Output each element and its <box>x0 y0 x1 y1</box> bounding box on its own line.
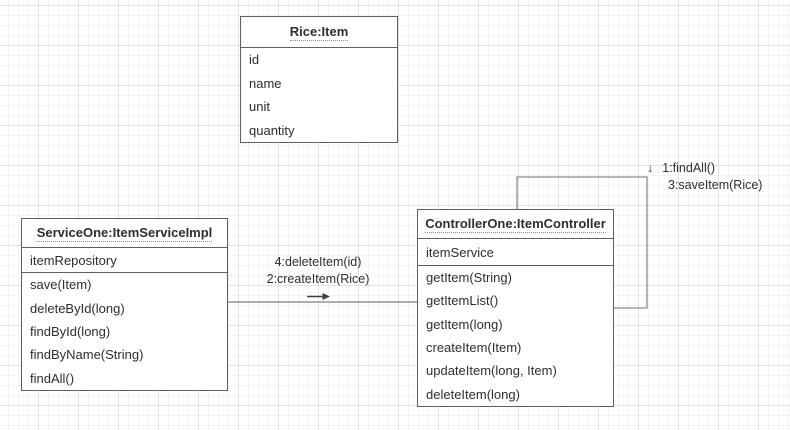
attribute-row: quantity <box>249 122 295 138</box>
class-title: Rice:Item <box>289 23 349 41</box>
class-box-serviceone[interactable]: ServiceOne:ItemServiceImpl itemRepositor… <box>21 218 228 391</box>
message-text: 4:deleteItem(id) <box>274 255 362 269</box>
edge-label-controller-self[interactable]: ↓ 1:findAll() 3:saveItem(Rice) <box>647 160 762 193</box>
method-row: findAll() <box>30 370 75 386</box>
message-text: 1:findAll() <box>662 161 716 175</box>
method-row: createItem(Item) <box>426 340 522 356</box>
class-box-rice-item[interactable]: Rice:Item id name unit quantity <box>240 16 398 143</box>
attribute-row: itemRepository <box>22 248 227 273</box>
class-box-controllerone[interactable]: ControllerOne:ItemController itemService… <box>417 209 614 407</box>
attribute-compartment: id name unit quantity <box>241 48 397 142</box>
method-row: updateItem(long, Item) <box>426 363 557 379</box>
class-title-bar: ServiceOne:ItemServiceImpl <box>22 219 227 248</box>
message-text: 2:createItem(Rice) <box>266 271 370 286</box>
method-compartment: save(Item) deleteById(long) findById(lon… <box>22 273 227 390</box>
attribute-row: itemService <box>418 239 613 266</box>
method-row: findByName(String) <box>30 347 144 363</box>
method-row: getItem(long) <box>426 316 503 332</box>
method-compartment: getItem(String) getItemList() getItem(lo… <box>418 266 613 406</box>
attribute-row: id <box>249 52 260 68</box>
method-row: getItem(String) <box>426 270 512 286</box>
class-title-bar: Rice:Item <box>241 17 397 48</box>
method-row: getItemList() <box>426 293 499 309</box>
method-row: deleteById(long) <box>30 300 125 316</box>
method-row: deleteItem(long) <box>426 386 520 402</box>
method-row: save(Item) <box>30 277 92 293</box>
class-title: ControllerOne:ItemController <box>425 215 606 233</box>
attribute-row: unit <box>249 99 270 115</box>
attribute-row: name <box>249 75 282 91</box>
class-title: ServiceOne:ItemServiceImpl <box>36 224 213 242</box>
edge-label-service-controller[interactable]: 4:deleteItem(id) 2:createItem(Rice) <box>237 254 399 287</box>
down-arrow-icon: ↓ <box>647 161 654 175</box>
message-direction-arrow-right <box>307 293 330 300</box>
message-text: 3:saveItem(Rice) <box>668 177 763 192</box>
class-title-bar: ControllerOne:ItemController <box>418 210 613 239</box>
method-row: findById(long) <box>30 324 111 340</box>
